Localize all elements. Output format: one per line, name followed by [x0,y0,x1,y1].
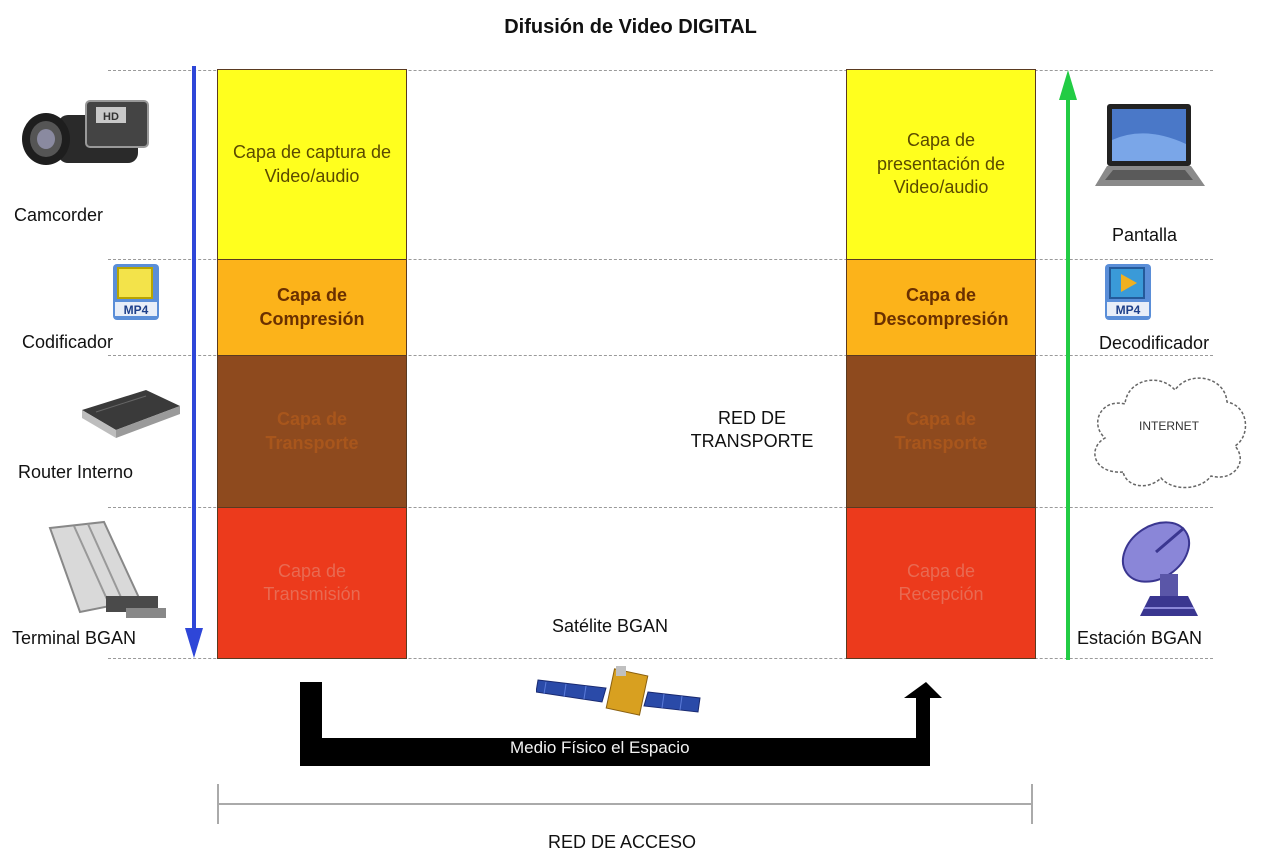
red-transporte-line1: RED DE [717,408,786,428]
decodificador-label: Decodificador [1099,333,1210,353]
layer-captura: Capa de captura de Video/audio [217,69,407,260]
estacion-bgan-label: Estación BGAN [1077,628,1203,648]
guide-line-3 [108,507,1213,508]
mp4-file-icon: MP4 [113,264,159,320]
bgan-terminal-icon [48,520,166,618]
guide-line-1 [108,259,1213,260]
layer-descompresion: Capa de Descompresión [846,259,1036,356]
down-arrow [185,66,203,658]
layer-transporte-right-label: Capa de Transporte [894,409,988,453]
layer-compresion: Capa de Compresión [217,259,407,356]
layer-transporte-left: Capa de Transporte [217,355,407,508]
red-transporte-line2: TRANSPORTE [690,431,814,452]
guide-line-2 [108,355,1213,356]
pantalla-label: Pantalla [1112,225,1178,245]
camcorder-icon: HD [22,100,149,165]
layer-presentacion: Capa de presentación de Video/audio [846,69,1036,260]
red-acceso-bracket [217,784,1033,824]
camcorder-label: Camcorder [14,205,104,225]
laptop-icon [1095,104,1205,186]
internet-cloud-icon: INTERNET [1094,377,1247,489]
mp4-badge-left: MP4 [124,303,149,317]
layer-descompresion-label: Capa de Descompresión [873,285,1009,329]
red-transporte-label: RED DE TRANSPORTE [664,407,840,454]
layer-transporte-left-label: Capa de Transporte [265,409,359,453]
layer-recepcion: Capa de Recepción [846,507,1036,659]
layer-transporte-right: Capa de Transporte [846,355,1036,508]
medio-fisico-path [300,682,942,766]
layer-captura-label: Capa de captura de Video/audio [232,142,392,186]
terminal-bgan-label: Terminal BGAN [12,628,137,648]
up-arrow [1059,70,1077,660]
medio-fisico-label: Medio Físico el Espacio [510,738,690,758]
satelite-bgan-label: Satélite BGAN [552,616,669,636]
guide-line-bottom [108,658,1213,659]
layer-transmision: Capa de Transmisión [217,507,407,659]
internet-label: INTERNET [1139,419,1200,433]
hd-badge-text: HD [103,111,119,123]
diagram-title: Difusión de Video DIGITAL [504,16,757,38]
mp4-badge-right: MP4 [1116,303,1141,317]
router-icon [82,390,180,438]
layer-recepcion-label: Capa de Recepción [898,560,984,604]
layer-presentacion-label: Capa de presentación de Video/audio [876,130,1006,198]
satellite-dish-icon [1121,521,1198,616]
codificador-label: Codificador [22,332,114,352]
layer-compresion-label: Capa de Compresión [259,285,365,329]
guide-line-top [108,70,1213,71]
layer-transmision-label: Capa de Transmisión [263,560,361,604]
satellite-icon [536,666,701,716]
router-label: Router Interno [18,462,134,482]
mp4-player-icon: MP4 [1105,264,1151,320]
red-acceso-label: RED DE ACCESO [548,832,697,852]
